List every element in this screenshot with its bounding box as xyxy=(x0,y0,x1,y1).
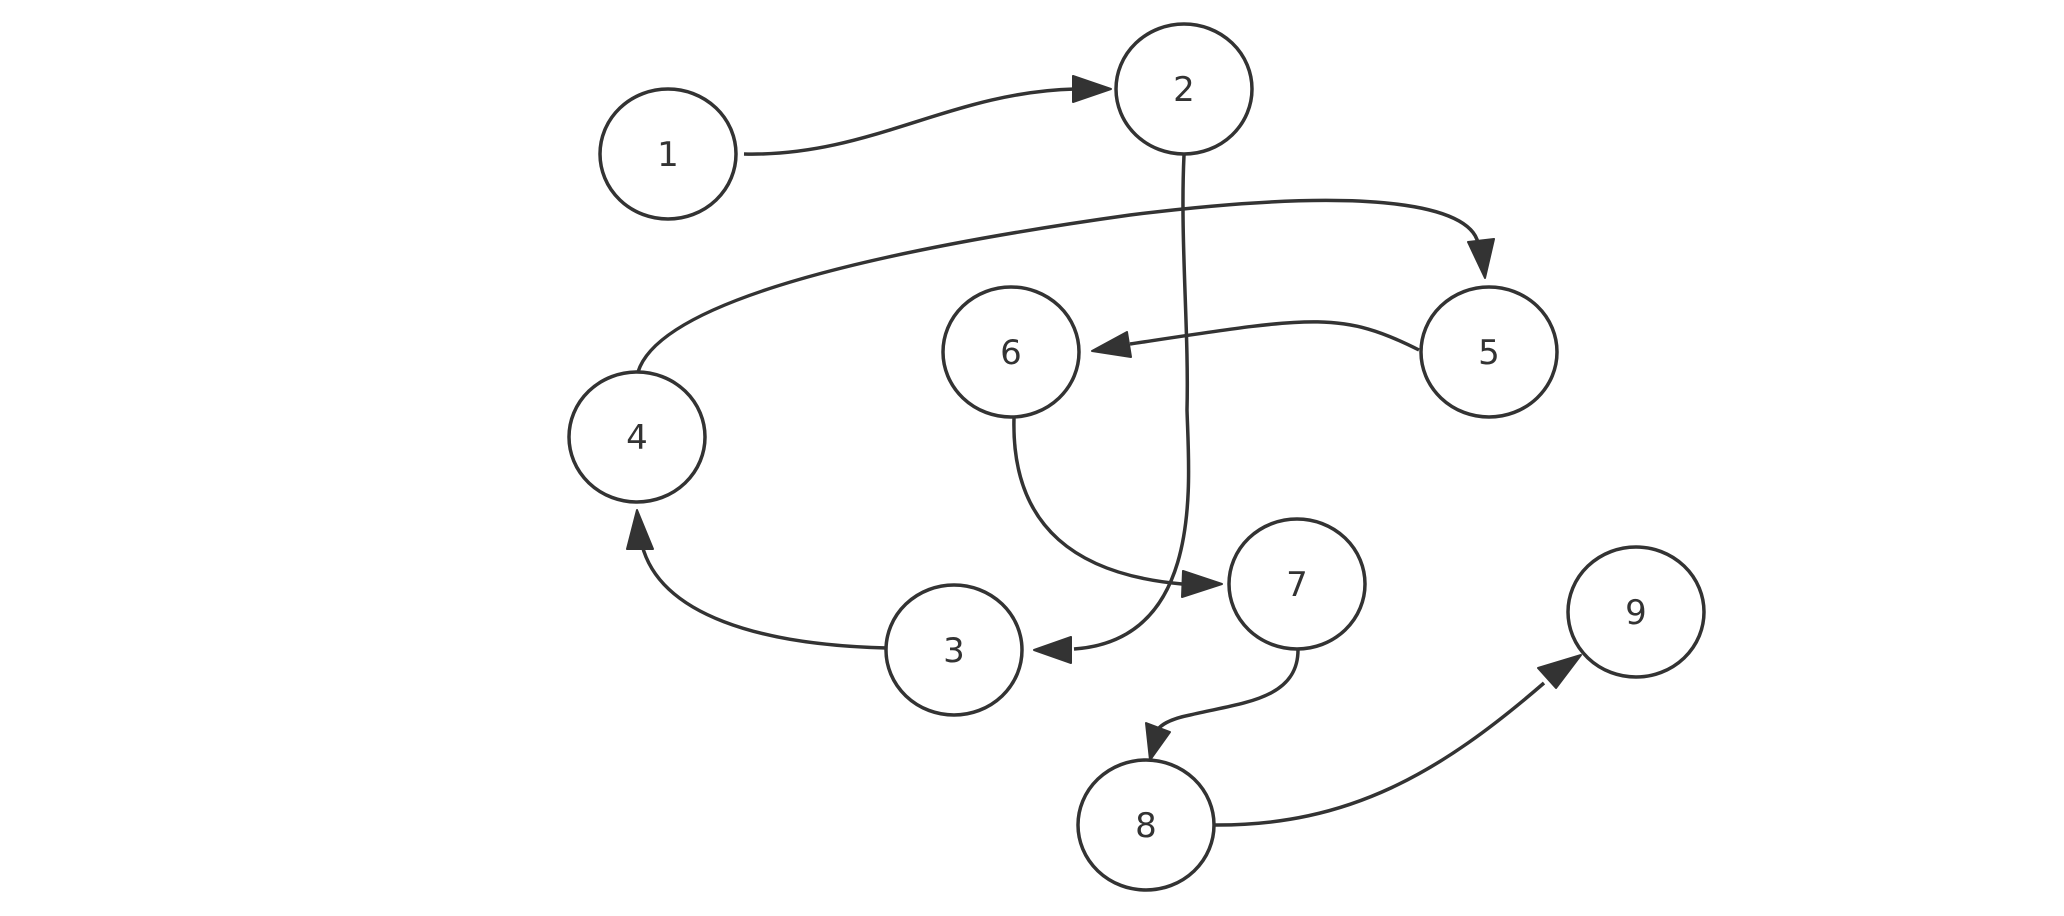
edge-4-to-5 xyxy=(636,198,1495,373)
edge-7-to-8 xyxy=(1145,649,1300,761)
node-circle xyxy=(1227,517,1367,651)
edge-8-to-9 xyxy=(1213,654,1582,827)
edge-3-to-4 xyxy=(626,509,888,650)
node-circle xyxy=(1114,22,1254,156)
node-4[interactable]: 4 xyxy=(567,370,707,504)
node-circle xyxy=(567,370,707,504)
node-circle xyxy=(1076,758,1216,892)
node-3[interactable]: 3 xyxy=(884,583,1024,717)
node-circle xyxy=(1419,285,1559,419)
node-5[interactable]: 5 xyxy=(1419,285,1559,419)
node-label: 9 xyxy=(1625,593,1647,633)
edge-2-to-3 xyxy=(1033,154,1191,664)
edges xyxy=(626,75,1582,827)
node-circle xyxy=(941,285,1081,419)
node-circle xyxy=(598,87,738,221)
node-2[interactable]: 2 xyxy=(1114,22,1254,156)
node-9[interactable]: 9 xyxy=(1566,545,1706,679)
node-7[interactable]: 7 xyxy=(1227,517,1367,651)
node-label: 8 xyxy=(1135,806,1157,846)
nodes: 1 2 3 4 5 6 7 8 xyxy=(567,22,1706,892)
node-6[interactable]: 6 xyxy=(941,285,1081,419)
node-label: 7 xyxy=(1286,565,1308,605)
edge-5-to-6 xyxy=(1091,320,1420,358)
node-circle xyxy=(1566,545,1706,679)
node-circle xyxy=(884,583,1024,717)
node-1[interactable]: 1 xyxy=(598,87,738,221)
node-label: 6 xyxy=(1000,333,1022,373)
node-label: 2 xyxy=(1173,70,1195,110)
node-label: 5 xyxy=(1478,333,1500,373)
node-label: 4 xyxy=(626,418,648,458)
edge-1-to-2 xyxy=(743,75,1112,156)
node-8[interactable]: 8 xyxy=(1076,758,1216,892)
node-label: 1 xyxy=(657,135,679,175)
node-label: 3 xyxy=(943,631,965,671)
edge-6-to-7 xyxy=(1012,417,1223,598)
